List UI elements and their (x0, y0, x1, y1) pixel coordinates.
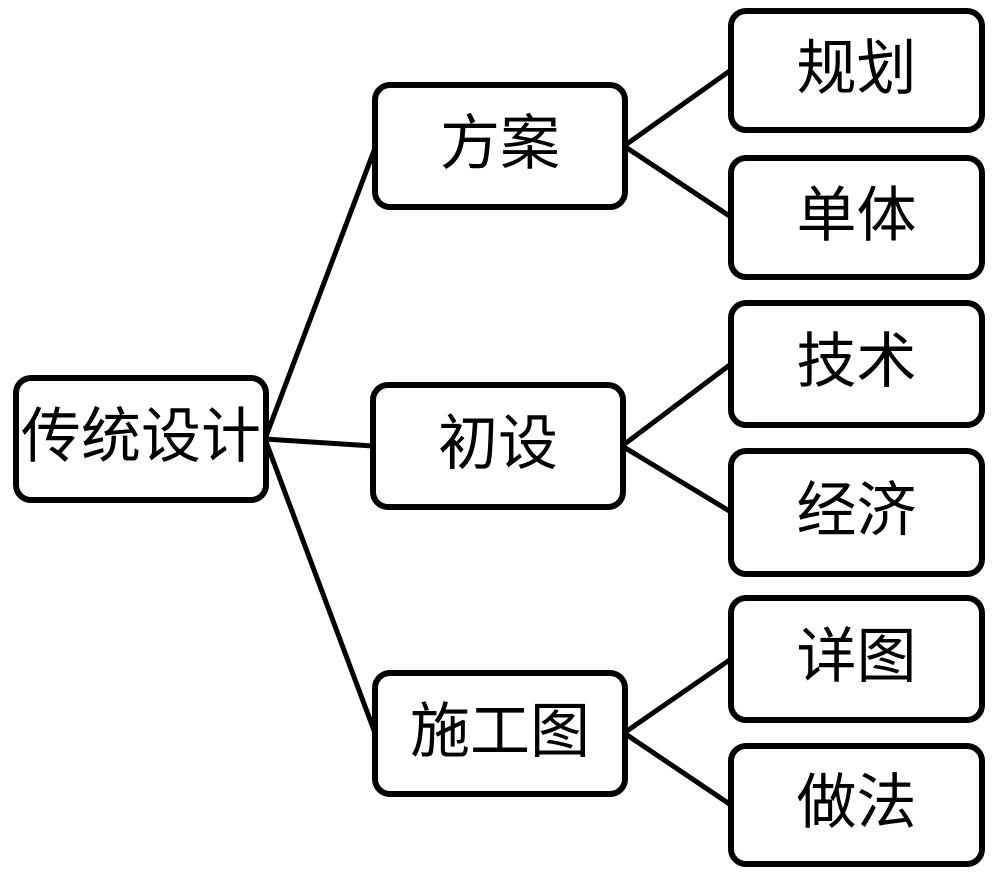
node-method: 做法 (728, 743, 985, 867)
edge-fangan-to-guihua (621, 67, 734, 149)
node-preliminary-design-label: 初设 (438, 411, 558, 477)
node-single-building-label: 单体 (796, 182, 917, 249)
edge-shigongtu-to-xiangtu (621, 656, 734, 736)
edge-fangan-to-danti (621, 143, 734, 220)
node-technology: 技术 (728, 300, 985, 428)
node-construction-drawing-label: 施工图 (410, 698, 590, 765)
node-planning: 规划 (728, 8, 985, 133)
edge-shigongtu-to-zuofa (621, 730, 734, 808)
node-economy-label: 经济 (796, 477, 917, 544)
node-detail-drawing-label: 详图 (796, 624, 917, 690)
edge-root-to-chushe (262, 436, 376, 449)
edge-root-to-shigongtu (262, 436, 378, 736)
edge-chushe-to-jishu (619, 361, 734, 449)
node-traditional-design: 传统设计 (13, 375, 269, 503)
edge-root-to-fangan (262, 145, 378, 442)
node-traditional-design-label: 传统设计 (21, 404, 261, 470)
node-planning-label: 规划 (796, 35, 917, 102)
node-detail-drawing: 详图 (728, 595, 985, 723)
node-economy: 经济 (728, 448, 985, 577)
node-method-label: 做法 (796, 770, 917, 836)
node-single-building: 单体 (728, 155, 985, 280)
node-scheme-label: 方案 (440, 111, 560, 177)
node-technology-label: 技术 (796, 329, 917, 395)
node-scheme: 方案 (372, 82, 628, 210)
node-preliminary-design: 初设 (370, 382, 626, 510)
edge-chushe-to-jingji (619, 443, 734, 515)
node-construction-drawing: 施工图 (372, 670, 628, 797)
